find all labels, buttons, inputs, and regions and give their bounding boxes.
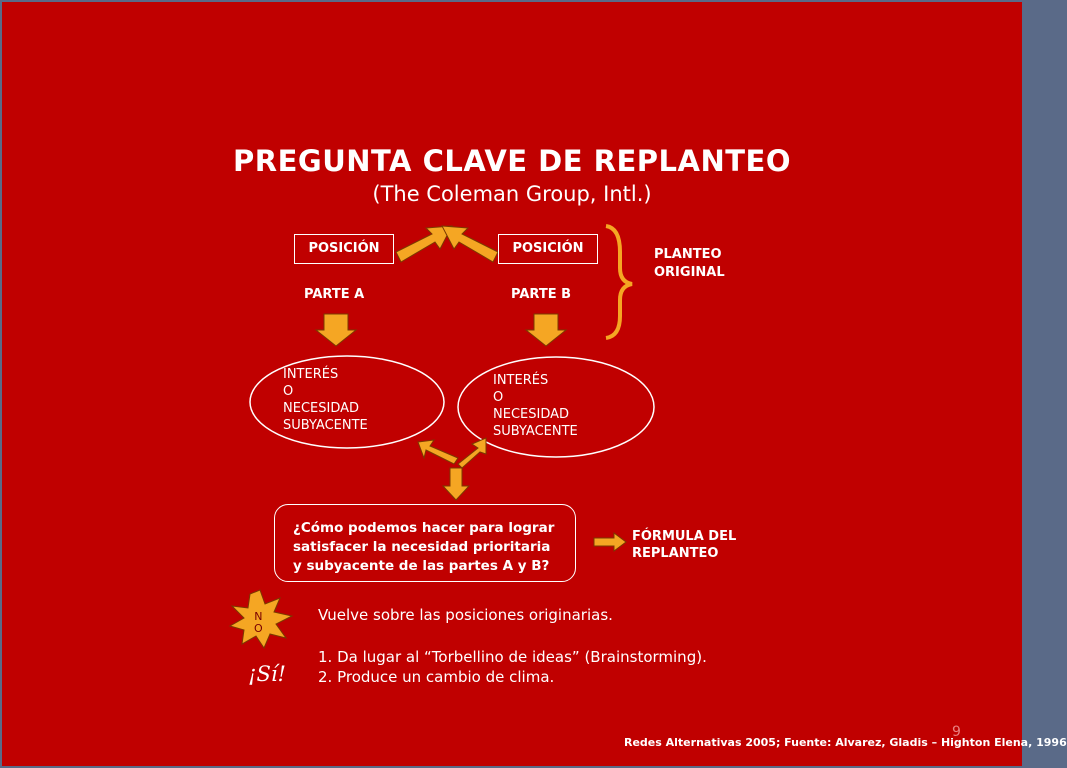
interest-a-line: NECESIDAD (283, 401, 360, 416)
starburst-text: N O (254, 611, 263, 635)
brace-icon (605, 224, 633, 340)
arrow-split-down-icon (441, 467, 471, 501)
arrow-split-right-icon (457, 437, 487, 469)
page-title: PREGUNTA CLAVE DE REPLANTEO (233, 144, 791, 178)
yes-item-2: 2. Produce un cambio de clima. (318, 668, 555, 686)
interest-b-line: NECESIDAD (493, 407, 570, 422)
position-b-label: POSICIÓN (512, 241, 584, 256)
interest-a-line: INTERÉS (283, 367, 339, 382)
diagram-shapes (228, 224, 655, 650)
part-a-label: PARTE A (304, 287, 365, 302)
interest-a-ellipse (249, 355, 445, 449)
formula-line1: FÓRMULA DEL (632, 529, 737, 544)
question-box: ¿Cómo podemos hacer para lograr satisfac… (274, 504, 576, 582)
question-line: y subyacente de las partes A y B? (293, 558, 550, 574)
interest-b-ellipse (457, 356, 655, 458)
interest-b-text: INTERÉS O NECESIDAD SUBYACENTE (493, 372, 578, 440)
interest-b-line: SUBYACENTE (493, 424, 578, 439)
footer-citation: Redes Alternativas 2005; Fuente: Alvarez… (624, 736, 1067, 749)
position-b-box: POSICIÓN (498, 234, 598, 264)
question-line: ¿Cómo podemos hacer para lograr (293, 520, 555, 536)
interest-a-line: O (283, 384, 294, 399)
arrow-down-b-icon (524, 313, 568, 347)
starburst-letter: O (254, 622, 263, 635)
page-number: 9 (952, 724, 961, 740)
question-text: ¿Cómo podemos hacer para lograr satisfac… (293, 519, 554, 576)
question-line: satisfacer la necesidad prioritaria (293, 539, 551, 555)
arrow-split-left-icon (417, 439, 459, 465)
interest-b-line: INTERÉS (493, 373, 549, 388)
yes-item-1: 1. Da lugar al “Torbellino de ideas” (Br… (318, 648, 707, 666)
starburst-icon (228, 589, 294, 650)
position-a-box: POSICIÓN (294, 234, 394, 264)
page-subtitle: (The Coleman Group, Intl.) (372, 182, 652, 206)
position-a-label: POSICIÓN (308, 241, 380, 256)
interest-a-line: SUBYACENTE (283, 418, 368, 433)
no-text: Vuelve sobre las posiciones originarias. (318, 606, 613, 624)
si-label: ¡Sí! (248, 662, 286, 686)
part-b-label: PARTE B (511, 287, 572, 302)
starburst-letter: N (254, 610, 263, 623)
original-line2: ORIGINAL (654, 265, 725, 280)
original-line1: PLANTEO (654, 247, 722, 262)
arrow-down-a-icon (314, 313, 358, 347)
arrow-right-formula-icon (593, 532, 627, 552)
arrow-converge-left-icon (395, 225, 453, 263)
formula-line2: REPLANTEO (632, 546, 719, 561)
arrow-converge-right-icon (441, 225, 499, 263)
interest-b-line: O (493, 390, 504, 405)
interest-a-text: INTERÉS O NECESIDAD SUBYACENTE (283, 366, 368, 434)
